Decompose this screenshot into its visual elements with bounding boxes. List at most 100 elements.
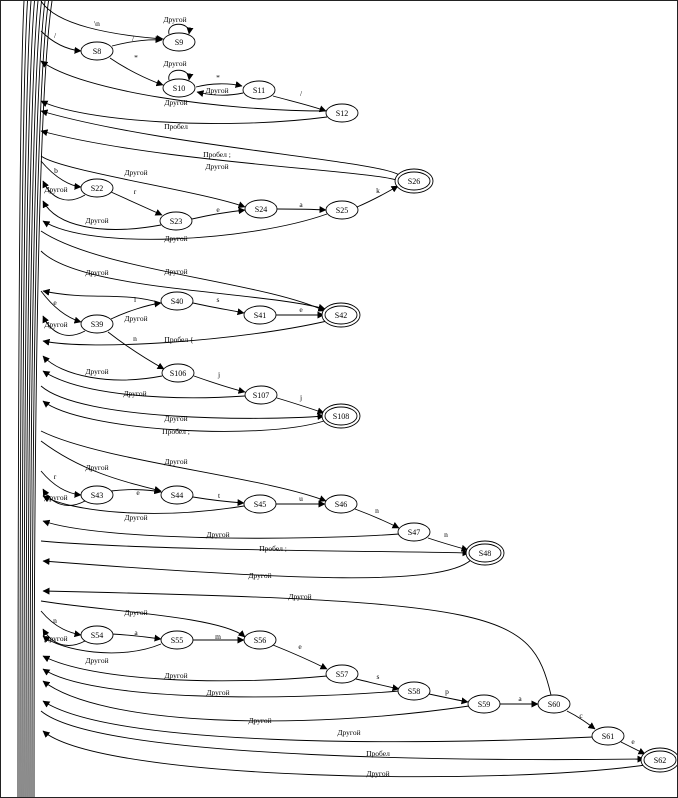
transition-edge: [110, 300, 162, 320]
edge-label: Другой: [164, 234, 187, 243]
transition-edge: [42, 700, 594, 743]
state-label: S25: [336, 206, 348, 215]
state-inner-ellipse: [397, 171, 431, 191]
state-ellipse: [243, 305, 277, 325]
state: S43: [80, 485, 114, 505]
transition-edge: [42, 355, 163, 381]
state-inner-ellipse: [468, 543, 502, 563]
state-label: S62: [654, 756, 666, 765]
state: S45: [243, 494, 277, 514]
state: S41: [243, 305, 277, 325]
transition-edge: [40, 430, 327, 502]
state: S57: [325, 664, 359, 684]
edge-label: Другой: [85, 656, 108, 665]
transition-edge: [40, 540, 470, 557]
state-label: S42: [335, 311, 347, 320]
state: S59: [467, 694, 501, 714]
edge-label: Пробел: [164, 122, 188, 131]
state-label: S60: [548, 700, 560, 709]
transition-edge: [40, 710, 645, 763]
edge-label: Другой: [164, 98, 187, 107]
trunk-line: [29, 1, 46, 797]
state: S40: [160, 291, 194, 311]
state-label: S54: [91, 631, 103, 640]
edge-label: r: [134, 187, 137, 196]
edge-label: Другой: [337, 728, 360, 737]
trunk-line: [33, 1, 53, 797]
state-label: S44: [171, 491, 183, 500]
state-label: S9: [175, 38, 183, 47]
edge-label: n: [375, 506, 379, 515]
state-label: S47: [408, 528, 420, 537]
state-ellipse: [243, 494, 277, 514]
state-ellipse: [325, 200, 359, 220]
state-ellipse: [243, 630, 277, 650]
edge-label: \n: [94, 19, 100, 28]
transition-edge: [427, 537, 469, 552]
edge-label: t: [218, 491, 221, 500]
state-ellipse: [160, 485, 194, 505]
state-label: S48: [479, 549, 491, 558]
state: S47: [397, 522, 431, 542]
transition-edge: [193, 375, 246, 394]
transition-edge: [40, 600, 246, 638]
state-ellipse: [80, 41, 114, 61]
state: S8: [80, 41, 114, 61]
state-label: S40: [171, 297, 183, 306]
edge-label: n: [53, 616, 57, 625]
trunk-line: [25, 1, 39, 797]
state-ellipse: [160, 630, 194, 650]
transition-edge: [42, 668, 400, 698]
state-ellipse: [244, 385, 278, 405]
state-ellipse: [325, 103, 359, 123]
edge-label: Другой: [44, 493, 67, 502]
state-label: S46: [335, 500, 347, 509]
edge-label: Другой: [123, 389, 146, 398]
state-label: S57: [336, 670, 348, 679]
state-label: S8: [93, 47, 101, 56]
transition-edge: [620, 741, 646, 755]
transition-edge: [42, 635, 162, 654]
state-inner-ellipse: [324, 406, 358, 426]
state: S58: [397, 681, 431, 701]
state-ellipse: [242, 80, 276, 100]
accepting-state: S26: [394, 168, 434, 194]
state-ellipse: [159, 211, 193, 231]
transition-edge: [40, 129, 400, 182]
edge-label: Другой: [164, 671, 187, 680]
edge-label: Другой: [366, 769, 389, 778]
transition-edge: [192, 496, 245, 507]
edge-label: /: [300, 89, 303, 98]
accepting-state: S62: [640, 747, 677, 773]
edge-label: j: [217, 370, 220, 379]
state-ellipse: [80, 625, 114, 645]
state: S56: [243, 630, 277, 650]
transition-edge: [276, 397, 325, 415]
transition-edge: [40, 290, 82, 324]
edge-label: Другой: [205, 162, 228, 171]
edges: [40, 1, 646, 778]
state: S24: [244, 199, 278, 219]
state-label: S23: [170, 217, 182, 226]
transition-edge: [40, 109, 400, 176]
transition-edge: [196, 90, 244, 97]
state-inner-ellipse: [643, 750, 677, 770]
accepting-state: S48: [465, 540, 505, 566]
edge-label: e: [298, 642, 302, 651]
transition-edge: [566, 710, 596, 730]
edge-label: /: [54, 31, 57, 40]
edge-label: u: [299, 494, 303, 503]
edge-label: e: [53, 298, 57, 307]
state: S39: [80, 314, 114, 334]
transition-edge: [42, 587, 552, 696]
transition-edge: [42, 213, 328, 240]
edge-label: Пробел ;: [259, 544, 287, 553]
state-ellipse: [397, 522, 431, 542]
state-ellipse: [325, 664, 359, 684]
state-label: S58: [408, 687, 420, 696]
transition-edge: [107, 331, 165, 370]
state-ellipse: [162, 78, 196, 98]
transition-edge: [168, 23, 194, 35]
edge-label: Пробел: [366, 749, 390, 758]
